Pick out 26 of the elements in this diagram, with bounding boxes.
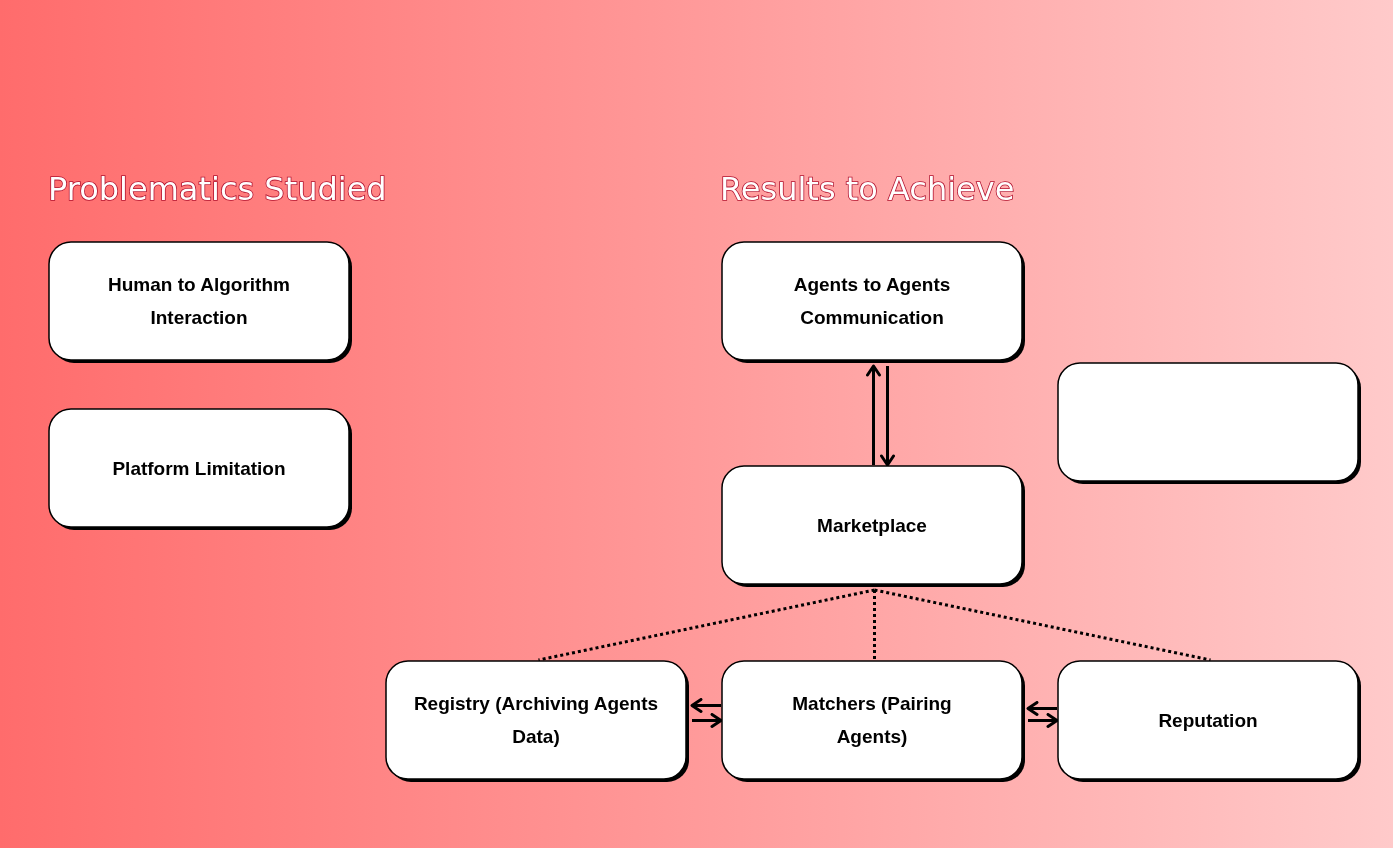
arrow <box>1028 713 1059 728</box>
box-label: Reputation <box>1158 708 1258 733</box>
rounded-box <box>1057 660 1364 785</box>
box-label: Human to Algorithm Interaction <box>107 273 291 330</box>
dotted-line <box>874 588 1211 662</box>
rounded-box <box>48 241 355 366</box>
arrow <box>880 366 895 467</box>
rounded-box <box>1057 362 1364 487</box>
box-label: Platform Limitation <box>112 456 286 481</box>
rounded-box <box>721 241 1028 366</box>
box-label: Registry (Archiving Agents Data) <box>412 692 660 749</box>
rounded-box <box>48 408 355 533</box>
box-label: Matchers (Pairing Agents) <box>791 692 953 749</box>
box-label: Agents to Agents Communication <box>792 273 952 330</box>
arrow <box>692 713 723 728</box>
section-heading: Results to Achieve <box>720 170 1015 208</box>
section-heading: Problematics Studied <box>48 170 387 208</box>
box-label: Marketplace <box>817 513 927 538</box>
rounded-box <box>721 465 1028 590</box>
dotted-line <box>538 588 875 662</box>
arrow <box>866 364 881 465</box>
arrow <box>1026 701 1057 716</box>
arrow <box>690 698 721 713</box>
rounded-box <box>385 660 692 785</box>
dotted-line <box>873 590 876 660</box>
rounded-box <box>721 660 1028 785</box>
